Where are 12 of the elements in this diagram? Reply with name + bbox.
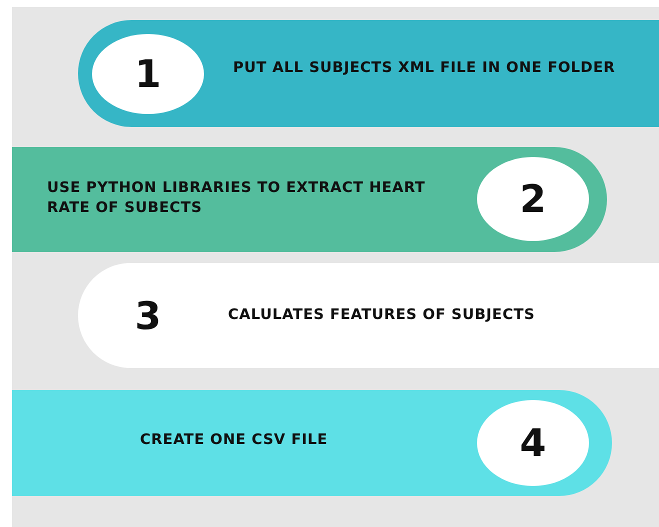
step-number: 1 bbox=[92, 34, 204, 114]
step-number: 4 bbox=[477, 400, 589, 486]
step-text: CALULATES FEATURES OF SUBJECTS bbox=[228, 306, 536, 325]
step-band bbox=[78, 263, 659, 368]
step-band bbox=[12, 147, 607, 252]
step-band bbox=[78, 20, 659, 127]
step-text: CREATE ONE CSV FILE bbox=[140, 431, 329, 450]
step-band bbox=[12, 390, 612, 496]
step-number: 2 bbox=[477, 157, 589, 241]
step-number: 3 bbox=[98, 273, 198, 358]
step-text: USE PYTHON LIBRARIES TO EXTRACT HEART RATE OF SUBECTS bbox=[47, 179, 426, 218]
step-text: PUT ALL SUBJECTS XML FILE IN ONE FOLDER bbox=[233, 59, 616, 78]
